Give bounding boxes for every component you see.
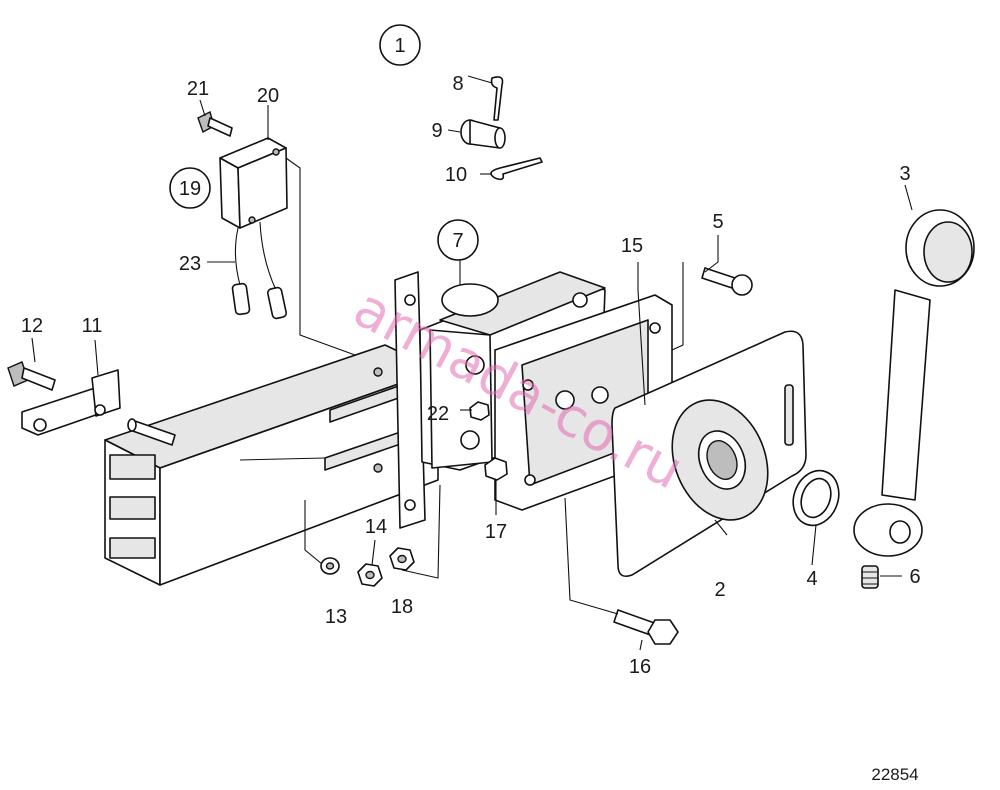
clevis-pin-9 [460,119,506,149]
callout-21: 21 [187,78,209,100]
callout-9: 9 [431,120,442,142]
callout-circle-7 [437,219,479,261]
o-ring-4 [792,469,840,527]
callout-23: 23 [179,253,201,275]
callout-labels: 1 19 7 21 20 23 12 11 8 9 10 15 5 3 22 1… [21,24,921,678]
wire-harness-23 [231,221,288,320]
callout-15: 15 [621,235,643,257]
screw-12 [7,361,56,391]
callout-1: 1 [394,35,405,57]
split-pin-8 [490,76,504,121]
screw-21 [197,110,233,137]
callout-17: 17 [485,521,507,543]
leader-lines [31,75,913,651]
clip-11 [21,369,121,436]
set-screw-6 [861,565,879,589]
callout-19: 19 [179,178,201,200]
bracket-pin [127,418,176,446]
split-pin-10 [490,157,543,181]
callout-circle-19 [169,167,211,209]
nut-17 [484,457,508,481]
callout-10: 10 [445,164,467,186]
callout-13: 13 [325,606,347,628]
washer-13 [320,557,340,575]
callout-4: 4 [806,568,817,590]
callout-6: 6 [909,566,920,588]
callout-5: 5 [712,211,723,233]
callout-12: 12 [21,315,43,337]
drawing-reference-number: 22854 [871,765,918,784]
callout-7: 7 [452,230,463,252]
mounting-bracket [104,344,439,586]
nut-22 [469,401,490,421]
screw-5 [701,267,753,296]
callout-16: 16 [629,656,651,678]
callout-circle-1 [379,24,421,66]
callout-8: 8 [452,73,463,95]
callout-3: 3 [899,163,910,185]
callout-22: 22 [427,403,449,425]
nut-14 [357,563,383,587]
control-lever-3 [853,209,975,557]
callout-18: 18 [391,596,413,618]
callout-20: 20 [257,85,279,107]
nut-18 [389,547,415,571]
cover-plate-2 [611,330,807,578]
callout-11: 11 [82,315,103,337]
callout-14: 14 [365,516,387,538]
electrical-box-20 [219,137,288,229]
callout-2: 2 [714,579,725,601]
screw-16 [613,609,679,645]
